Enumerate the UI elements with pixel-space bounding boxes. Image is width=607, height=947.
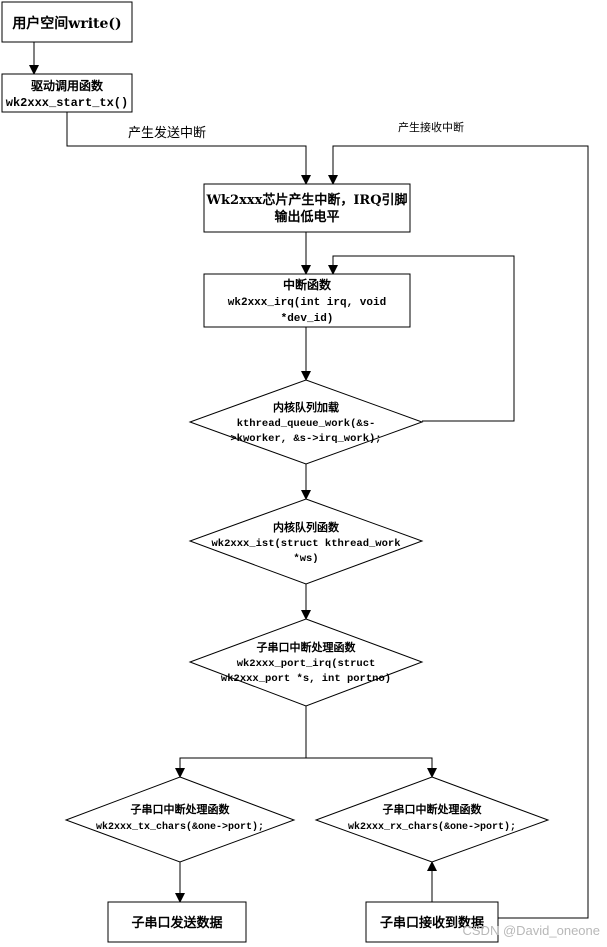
connectors [29, 42, 589, 919]
node-chip-box [203, 183, 411, 233]
edge-queue-loopback [328, 255, 515, 422]
node-ist-diamond [188, 498, 424, 585]
node-driver-box [1, 73, 133, 113]
node-queue-title: 内核队列加载 [273, 400, 339, 414]
node-rxchars-func: wk2xxx_rx_chars(&one->port); [348, 821, 516, 833]
edge-label-receive-interrupt: 产生接收中断 [398, 120, 464, 134]
node-chip-line1: Wk2xxx芯片产生中断，IRQ引脚 [205, 192, 407, 208]
node-rxdata-box [365, 901, 499, 943]
edge-split-rx [306, 757, 437, 778]
node-txchars-func: wk2xxx_tx_chars(&one->port); [96, 821, 264, 833]
edge-label-send-interrupt: 产生发送中断 [128, 125, 206, 141]
edge-split-tx [175, 757, 306, 778]
node-chip-line2: 输出低电平 [274, 209, 339, 225]
node-driver-title: 驱动调用函数 [31, 78, 104, 93]
node-txchars-title: 子串口中断处理函数 [131, 802, 231, 816]
node-ist-func2: *ws) [293, 553, 318, 565]
node-portirq-diamond [188, 618, 424, 707]
node-irq-title: 中断函数 [283, 277, 332, 292]
node-write-label: 用户空间write() [12, 15, 121, 32]
node-ist-func1: wk2xxx_ist(struct kthread_work [211, 538, 400, 550]
node-queue-func2: >kworker, &s->irq_work); [230, 433, 381, 445]
node-txchars-diamond [64, 776, 296, 863]
node-queue-diamond [188, 379, 424, 465]
node-irq-box [203, 273, 411, 328]
node-irq-func1: wk2xxx_irq(int irq, void [228, 297, 386, 309]
node-irq-func2: *dev_id) [281, 313, 334, 325]
edge-driver-chip [66, 112, 311, 185]
node-queue-func1: kthread_queue_work(&s- [237, 418, 376, 430]
edge-rxdata-chip [328, 145, 589, 919]
node-driver-func: wk2xxx_start_tx() [6, 96, 128, 110]
node-txdata-box [107, 901, 247, 943]
node-write-box [1, 1, 133, 43]
node-portirq-title: 子串口中断处理函数 [257, 640, 357, 654]
node-rxchars-diamond [314, 776, 550, 863]
node-txdata-label: 子串口发送数据 [131, 915, 222, 931]
node-ist-title: 内核队列函数 [273, 520, 340, 534]
node-portirq-func2: wk2xxx_port *s, int portno) [221, 673, 391, 685]
watermark: CSDN @David_oneone [463, 923, 601, 938]
node-rxchars-title: 子串口中断处理函数 [383, 802, 483, 816]
node-rxdata-label: 子串口接收到数据 [380, 915, 484, 931]
node-portirq-func1: wk2xxx_port_irq(struct [237, 658, 376, 670]
